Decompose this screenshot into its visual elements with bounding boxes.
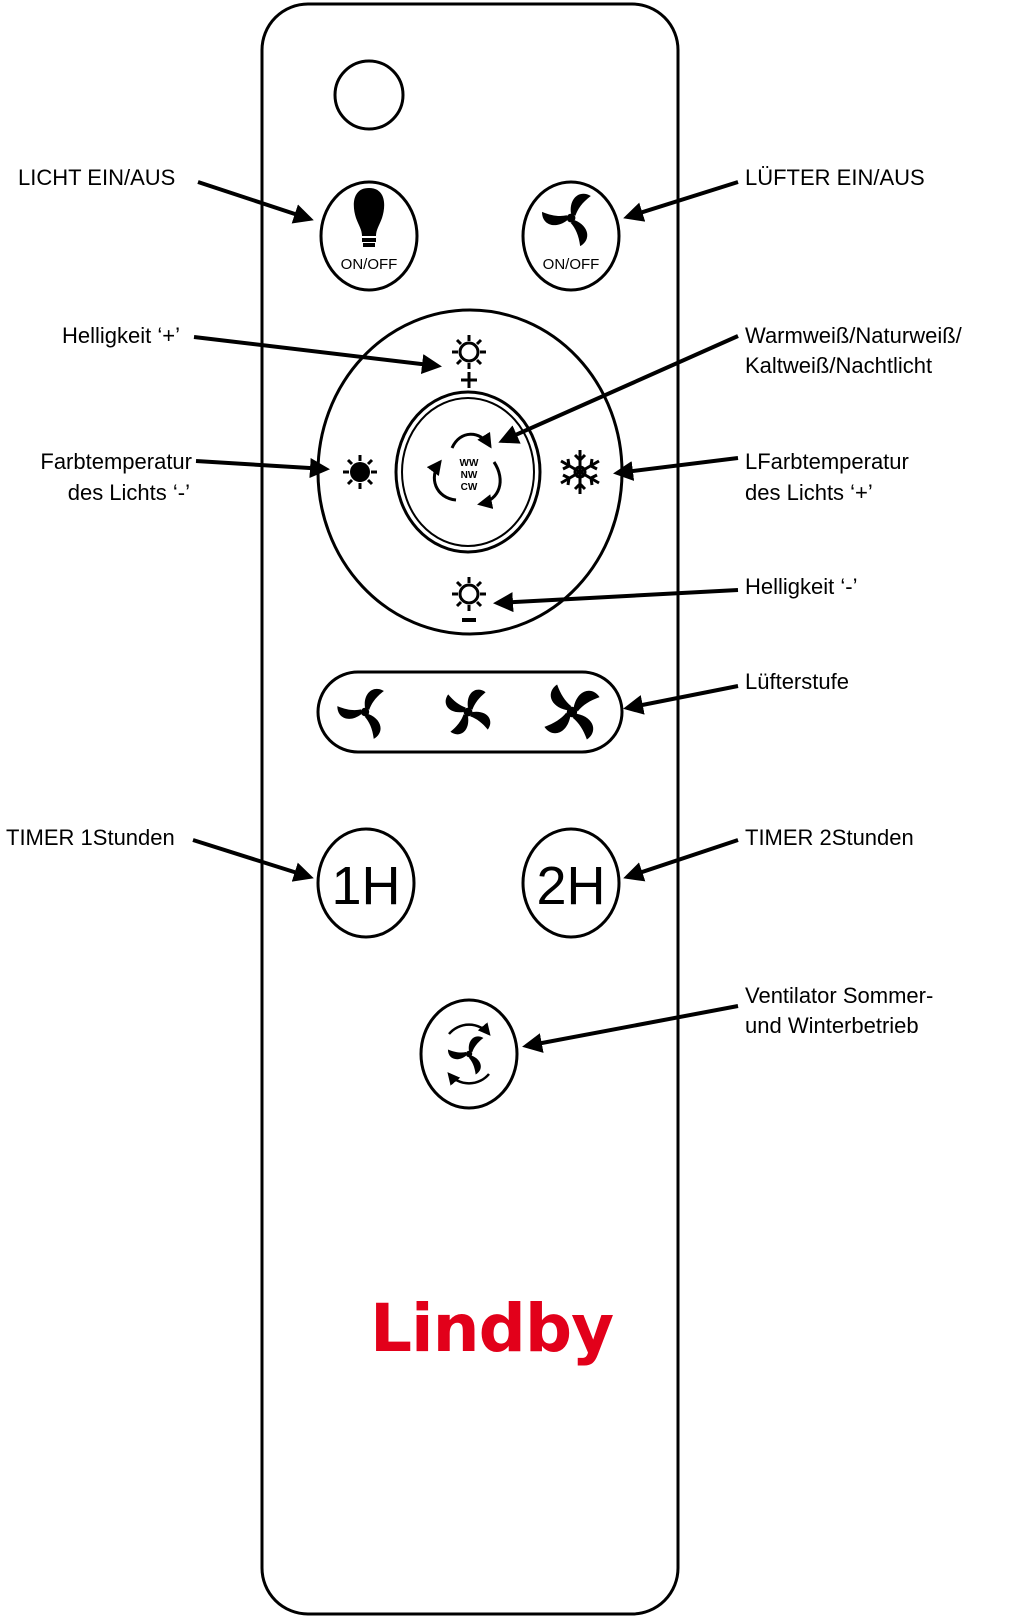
label-brightness-minus: Helligkeit ‘-’ [745, 574, 858, 599]
cycle-text-nw: NW [461, 470, 478, 481]
label-color-cycle-2: Kaltweiß/Nachtlicht [745, 353, 933, 378]
timer-1h-text: 1H [331, 856, 400, 916]
label-color-temp-plus-1: LFarbtemperatur [745, 449, 909, 474]
sun-icon [341, 453, 379, 491]
cycle-arrows-icon [426, 431, 502, 509]
arrow-brightness-plus [193, 335, 442, 375]
fan-on-off-button[interactable] [521, 180, 621, 292]
light-on-off-caption: ON/OFF [341, 256, 398, 273]
arrow-color-temp-minus [195, 458, 330, 478]
brightness-plus-button[interactable] [450, 333, 488, 388]
arrow-timer-1h [192, 838, 314, 882]
snowflake-icon [560, 450, 600, 494]
ir-window [333, 59, 405, 131]
cycle-text-cw: CW [461, 482, 478, 493]
label-color-temp-minus-1: Farbtemperatur [40, 449, 192, 474]
cycle-text-ww: WW [460, 458, 479, 469]
arrow-fan-speed [623, 684, 739, 715]
label-fan-speed: Lüfterstufe [745, 669, 849, 694]
label-summer-winter-2: und Winterbetrieb [745, 1013, 919, 1038]
label-light-on-off: LICHT EIN/AUS [18, 165, 176, 190]
summer-winter-button[interactable] [419, 998, 519, 1110]
arrow-fan-on-off [623, 180, 739, 222]
arrow-brightness-minus [493, 588, 739, 613]
brand-logo: Lindby [370, 1290, 614, 1367]
label-timer-2h: TIMER 2Stunden [745, 825, 914, 850]
sun-icon [450, 333, 488, 371]
leader-arrows [192, 180, 739, 1053]
label-summer-winter-1: Ventilator Sommer- [745, 983, 934, 1008]
reverse-fan-icon [446, 1022, 491, 1086]
color-temp-minus-button[interactable] [341, 453, 379, 491]
label-color-cycle-1: Warmweiß/Naturweiß/ [745, 323, 962, 348]
label-brightness-plus: Helligkeit ‘+’ [62, 323, 180, 348]
timer-1h-button[interactable]: 1H [316, 827, 416, 939]
arrow-color-temp-plus [613, 456, 739, 481]
light-on-off-button[interactable] [319, 180, 419, 292]
label-timer-1h: TIMER 1Stunden [6, 825, 175, 850]
arrow-summer-winter [522, 1004, 739, 1053]
bulb-icon [353, 188, 385, 247]
fan-on-off-caption: ON/OFF [543, 256, 600, 273]
arrow-timer-2h [623, 838, 739, 882]
color-cycle-button[interactable]: WW NW CW [394, 390, 542, 554]
label-color-temp-minus-2: des Lichts ‘-’ [67, 480, 190, 505]
brightness-minus-button[interactable] [450, 575, 488, 622]
sun-icon [450, 575, 488, 613]
label-color-temp-plus-2: des Lichts ‘+’ [745, 480, 873, 505]
timer-2h-text: 2H [536, 856, 605, 916]
color-temp-plus-button[interactable] [560, 450, 600, 494]
timer-2h-button[interactable]: 2H [521, 827, 621, 939]
arrow-light-on-off [197, 180, 314, 224]
arrow-color-cycle [498, 334, 739, 444]
label-fan-on-off: LÜFTER EIN/AUS [745, 165, 925, 190]
